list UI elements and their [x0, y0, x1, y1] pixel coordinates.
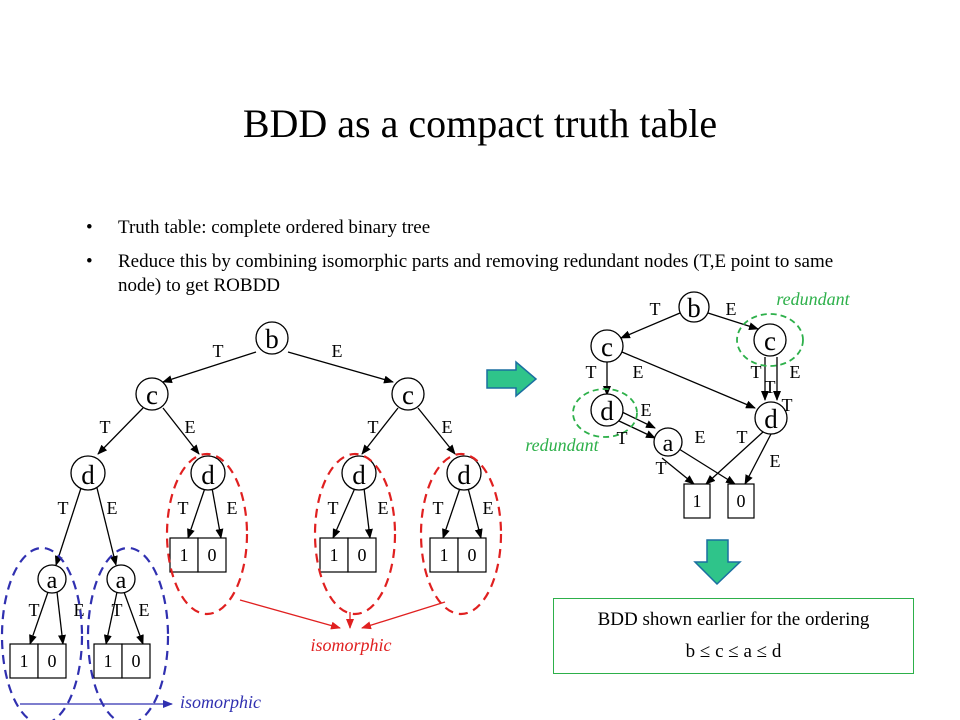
edge-label-else: E — [107, 498, 118, 518]
ordering-caption-box: BDD shown earlier for the ordering b ≤ c… — [553, 598, 914, 674]
node-label: a — [663, 431, 674, 457]
node-label: d — [764, 404, 778, 434]
edge-label-then: T — [765, 377, 776, 397]
redundant-group-green — [572, 313, 804, 438]
edge-label-else: E — [641, 400, 652, 420]
node-label: d — [352, 460, 366, 490]
edge-label-else: E — [695, 427, 706, 447]
edge-label-else: E — [185, 417, 196, 437]
terminal-one: 1 — [20, 651, 29, 671]
node-label: c — [402, 380, 414, 410]
edge-label-else: E — [790, 362, 801, 382]
node-a — [37, 564, 67, 594]
node-a — [106, 564, 136, 594]
terminal-one: 1 — [330, 545, 339, 565]
edge-label-else: E — [770, 451, 781, 471]
reduce-arrow-down — [693, 539, 742, 586]
terminal-zero: 0 — [208, 545, 217, 565]
node-label: b — [265, 324, 279, 354]
node-label: a — [47, 568, 58, 594]
slide-title: BDD as a compact truth table — [242, 101, 718, 146]
node-d — [590, 393, 624, 427]
node-label: a — [116, 568, 127, 594]
left-tree-nodes — [37, 321, 482, 594]
isomorphic-group-blue — [0, 546, 170, 720]
isomorphic-arrows-red — [239, 599, 446, 630]
edge-label-then: T — [178, 498, 189, 518]
node-d — [190, 455, 226, 491]
left-tree-edges — [29, 351, 483, 645]
node-d — [446, 455, 482, 491]
edge-label-then: T — [737, 427, 748, 447]
edge-label-then: T — [617, 428, 628, 448]
ordering-formula: b ≤ c ≤ a ≤ d — [685, 641, 782, 662]
right-bdd-edges — [603, 312, 781, 485]
terminal-zero: 0 — [358, 545, 367, 565]
edge-label-then: T — [328, 498, 339, 518]
terminal-zero: 0 — [48, 651, 57, 671]
reduce-arrow-right — [486, 360, 538, 398]
bullet-item: Reduce this by combining isomorphic part… — [86, 250, 866, 298]
node-label: d — [201, 460, 215, 490]
redundant-label: redundant — [525, 435, 599, 455]
right-terminals — [683, 483, 755, 519]
bullet-list: Truth table: complete ordered binary tre… — [86, 216, 866, 308]
node-d — [754, 401, 788, 435]
node-label: b — [687, 293, 701, 323]
edge-label-else: E — [139, 600, 150, 620]
edge-label-then: T — [650, 299, 661, 319]
edge-label-else: E — [442, 417, 453, 437]
redundant-label: redundant — [776, 289, 850, 309]
edge-label-then: T — [29, 600, 40, 620]
edge-label-else: E — [227, 498, 238, 518]
edge-label-else: E — [74, 600, 85, 620]
edge-label-then: T — [751, 362, 762, 382]
edge-label-else: E — [378, 498, 389, 518]
terminal-one: 1 — [180, 545, 189, 565]
terminal-one: 1 — [440, 545, 449, 565]
node-label: d — [600, 396, 614, 426]
node-b — [678, 291, 710, 323]
edge-label-else: E — [633, 362, 644, 382]
node-d — [70, 455, 106, 491]
node-a — [653, 427, 683, 457]
node-c — [753, 323, 787, 357]
left-terminals — [9, 537, 487, 679]
terminal-one: 1 — [693, 491, 702, 511]
node-label: c — [764, 326, 776, 356]
isomorphic-group-red — [165, 452, 503, 616]
node-d — [341, 455, 377, 491]
isomorphic-label: isomorphic — [311, 635, 392, 655]
node-c — [391, 377, 425, 411]
edge-label-then: T — [368, 417, 379, 437]
isomorphic-label: isomorphic — [180, 692, 261, 712]
node-c — [135, 377, 169, 411]
bullet-item: Truth table: complete ordered binary tre… — [86, 216, 866, 240]
edge-label-else: E — [483, 498, 494, 518]
edge-label-then: T — [586, 362, 597, 382]
terminal-zero: 0 — [468, 545, 477, 565]
edge-label-then: T — [112, 600, 123, 620]
edge-label-else: E — [726, 299, 737, 319]
edge-label-then: T — [100, 417, 111, 437]
terminal-one: 1 — [104, 651, 113, 671]
edge-label-then: T — [58, 498, 69, 518]
node-label: c — [601, 332, 613, 362]
edge-label-then: T — [213, 341, 224, 361]
node-label: d — [457, 460, 471, 490]
edge-label-then: T — [782, 395, 793, 415]
node-label: c — [146, 380, 158, 410]
edge-label-else: E — [332, 341, 343, 361]
node-b — [255, 321, 289, 355]
terminal-zero: 0 — [132, 651, 141, 671]
caption-line: BDD shown earlier for the ordering — [597, 609, 870, 630]
node-label: d — [81, 460, 95, 490]
edge-label-then: T — [656, 458, 667, 478]
node-c — [590, 329, 624, 363]
right-bdd-nodes — [590, 291, 788, 457]
terminal-zero: 0 — [737, 491, 746, 511]
edge-label-then: T — [433, 498, 444, 518]
